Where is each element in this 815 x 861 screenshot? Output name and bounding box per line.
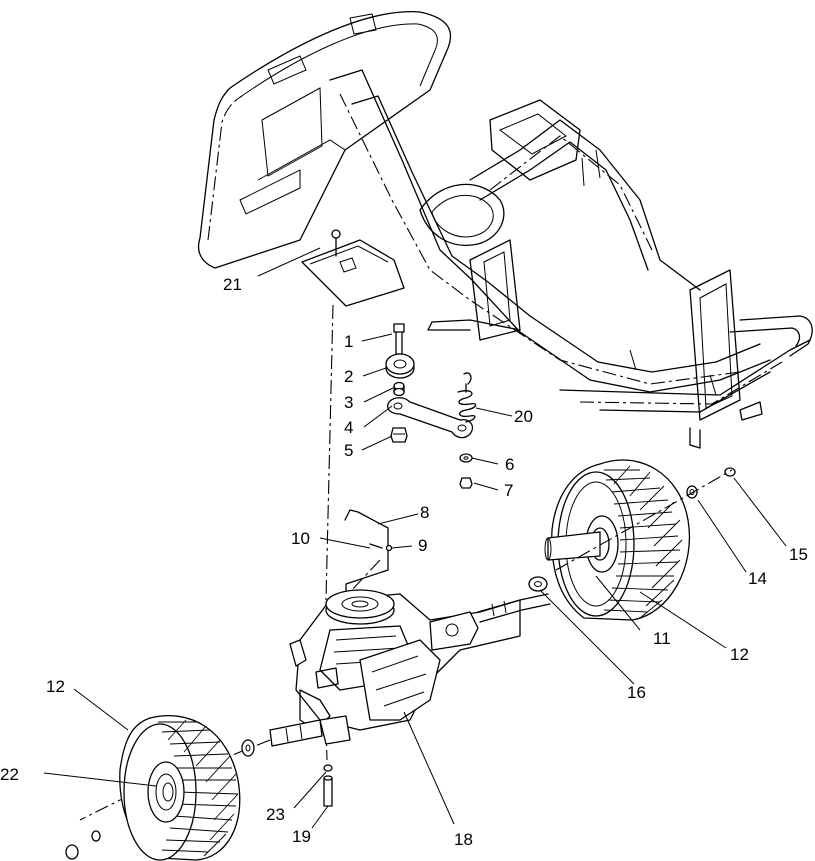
pin-part-10-clip-part-9 [369, 543, 393, 552]
pin-part-19 [323, 775, 333, 807]
callout-11: 11 [653, 629, 671, 648]
spring-part-20 [457, 372, 477, 423]
callout-9: 9 [418, 536, 427, 555]
callout-labels: 21 1 2 3 4 5 20 6 7 8 10 9 15 14 11 12 1… [0, 275, 808, 849]
callout-19: 19 [292, 827, 311, 846]
callout-10: 10 [291, 529, 310, 548]
callout-8: 8 [420, 503, 429, 522]
callout-6: 6 [505, 455, 514, 474]
washer-part-16 [528, 576, 548, 592]
spacer-part-3 [393, 381, 405, 397]
left-washer [241, 739, 255, 757]
callout-20: 20 [514, 407, 533, 426]
callout-12-right: 12 [730, 645, 749, 664]
left-hub-part-22 [147, 761, 185, 823]
callout-5: 5 [344, 441, 353, 460]
callout-15: 15 [789, 545, 808, 564]
callout-4: 4 [344, 418, 353, 437]
callout-22: 22 [0, 765, 19, 784]
assembly-centerline [325, 304, 334, 601]
callout-18: 18 [454, 830, 473, 849]
pivot-bracket [301, 229, 405, 307]
left-axle [269, 719, 323, 747]
right-axle [477, 593, 551, 623]
nut-part-5 [390, 427, 408, 443]
washer-part-23 [323, 764, 333, 772]
callout-1: 1 [344, 332, 353, 351]
washer-part-14 [686, 485, 698, 499]
callout-21: 21 [223, 275, 242, 294]
callout-3: 3 [344, 393, 353, 412]
bolt-part-1 [393, 323, 405, 355]
main-frame [329, 69, 813, 449]
pulley-part-2 [385, 353, 415, 379]
retaining-ring-part-15 [724, 467, 736, 477]
nut-part-7 [459, 477, 473, 489]
right-axle-centerline [555, 469, 733, 571]
callout-7: 7 [504, 481, 513, 500]
callout-14: 14 [748, 569, 767, 588]
idler-arm-part-4 [386, 397, 474, 439]
callout-23: 23 [266, 805, 285, 824]
left-retaining-parts [65, 830, 101, 860]
transaxle-part-18 [289, 589, 521, 745]
washer-part-6 [459, 453, 473, 463]
callout-12-left: 12 [46, 677, 65, 696]
callout-16: 16 [627, 683, 646, 702]
callout-2: 2 [344, 367, 353, 386]
seat-mount-panel [197, 11, 452, 269]
leader-lines [43, 247, 787, 829]
